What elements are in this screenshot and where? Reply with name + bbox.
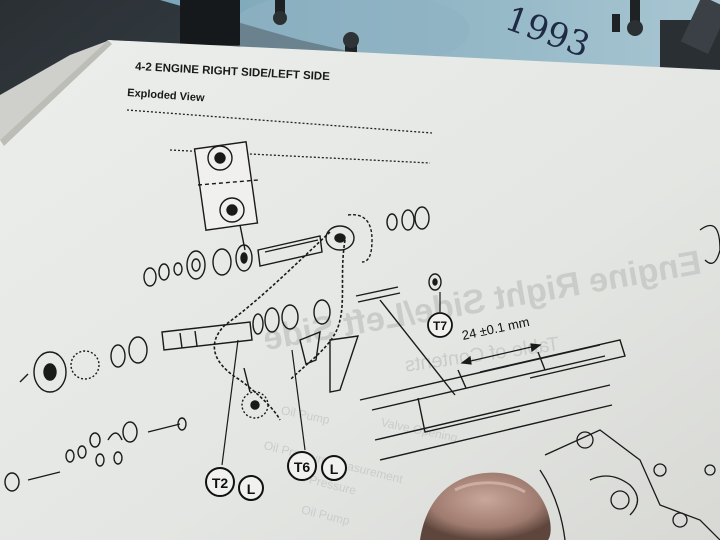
torque-callout-t2: T2 xyxy=(205,467,235,497)
callout-leaders xyxy=(221,292,441,466)
shaft-dimension-drawing xyxy=(359,299,626,461)
manual-page xyxy=(0,40,720,540)
svg-text:L: L xyxy=(330,461,339,477)
page-subtitle: Exploded View xyxy=(127,87,206,104)
lubricant-callout: L xyxy=(238,475,264,501)
torque-callout-t6: T6 xyxy=(287,451,317,481)
dimension-arrow xyxy=(460,343,542,365)
thumb xyxy=(420,472,551,540)
header-rule xyxy=(169,149,431,164)
lubricant-callout: L xyxy=(321,455,347,481)
header-rule xyxy=(126,109,433,134)
svg-text:T2: T2 xyxy=(212,475,229,491)
bolt-icon xyxy=(273,0,643,60)
svg-text:T7: T7 xyxy=(433,319,447,333)
svg-text:T6: T6 xyxy=(294,459,311,475)
exploded-view-diagram xyxy=(4,140,442,492)
engine-case-drawing xyxy=(539,224,720,540)
torque-callout-t7: T7 xyxy=(427,312,453,338)
svg-text:L: L xyxy=(247,481,256,497)
